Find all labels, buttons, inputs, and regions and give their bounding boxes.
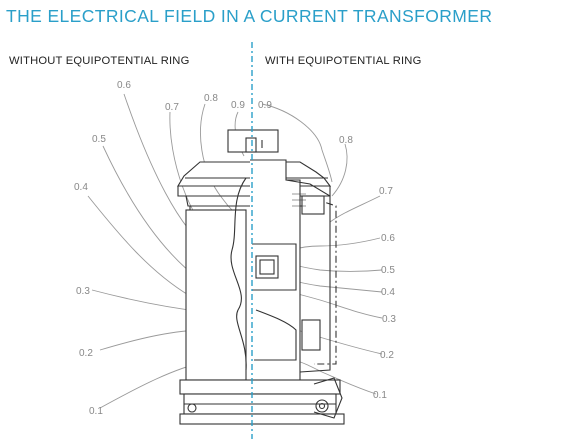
insulator	[185, 209, 247, 381]
label-left-8: 0.1	[89, 406, 103, 417]
label-right-6: 0.3	[382, 314, 396, 325]
right-labels: 0.9 0.8 0.7 0.6 0.5 0.4 0.3 0.2 0.1	[258, 100, 396, 401]
label-right-2: 0.7	[379, 186, 393, 197]
field-line-right-0.5	[289, 263, 383, 272]
label-right-1: 0.8	[339, 135, 353, 146]
field-line-right-0.1	[293, 359, 377, 395]
left-conductor	[230, 177, 247, 371]
subtitle-without-ring: WITHOUT EQUIPOTENTIAL RING	[9, 55, 190, 67]
label-right-3: 0.6	[381, 233, 395, 244]
subtitle-with-ring: WITH EQUIPOTENTIAL RING	[265, 55, 422, 67]
label-right-0: 0.9	[258, 100, 272, 111]
field-line-right-0.8	[331, 143, 348, 197]
label-right-5: 0.4	[381, 287, 395, 298]
label-right-8: 0.1	[373, 390, 387, 401]
label-left-6: 0.3	[76, 286, 90, 297]
left-labels: 0.6 0.7 0.8 0.9 0.5 0.4 0.3 0.2 0.1	[74, 80, 245, 417]
label-left-7: 0.2	[79, 348, 93, 359]
base-flange	[179, 379, 341, 395]
terminal-block	[245, 137, 257, 153]
core-window	[255, 255, 279, 279]
label-right-4: 0.5	[381, 265, 395, 276]
label-left-2: 0.8	[204, 93, 218, 104]
field-line-right-0.7	[329, 195, 381, 223]
label-left-1: 0.7	[165, 102, 179, 113]
label-left-0: 0.6	[117, 80, 131, 91]
transformer-body	[177, 129, 345, 425]
label-left-3: 0.9	[231, 100, 245, 111]
page-title: THE ELECTRICAL FIELD IN A CURRENT TRANSF…	[6, 6, 493, 26]
field-line-right-0.9	[261, 103, 333, 183]
label-left-4: 0.5	[92, 134, 106, 145]
label-right-7: 0.2	[380, 350, 394, 361]
label-left-5: 0.4	[74, 182, 88, 193]
